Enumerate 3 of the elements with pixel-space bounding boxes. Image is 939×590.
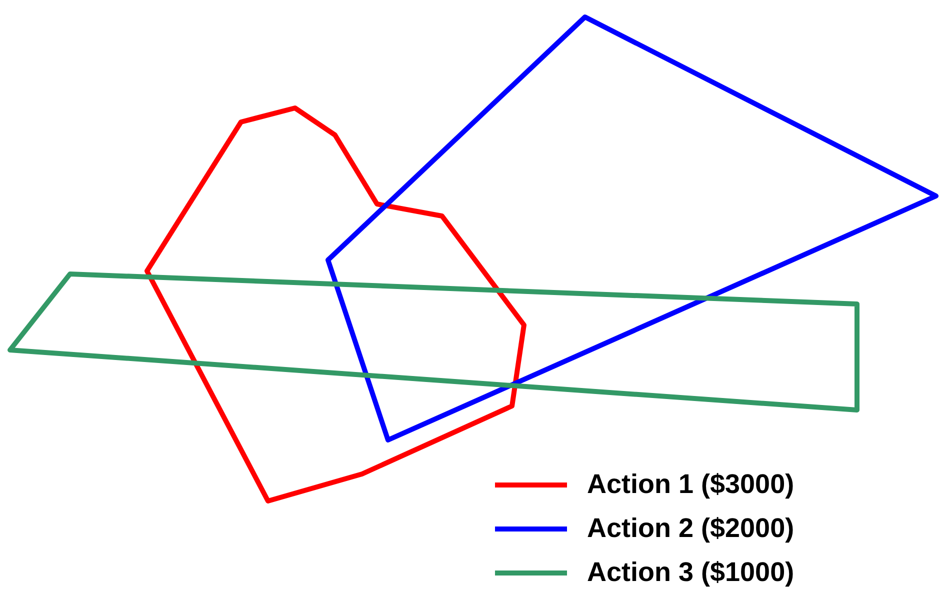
legend-label: Action 2 ($2000) xyxy=(587,513,794,543)
legend-label: Action 1 ($3000) xyxy=(587,469,794,499)
legend-label: Action 3 ($1000) xyxy=(587,557,794,587)
